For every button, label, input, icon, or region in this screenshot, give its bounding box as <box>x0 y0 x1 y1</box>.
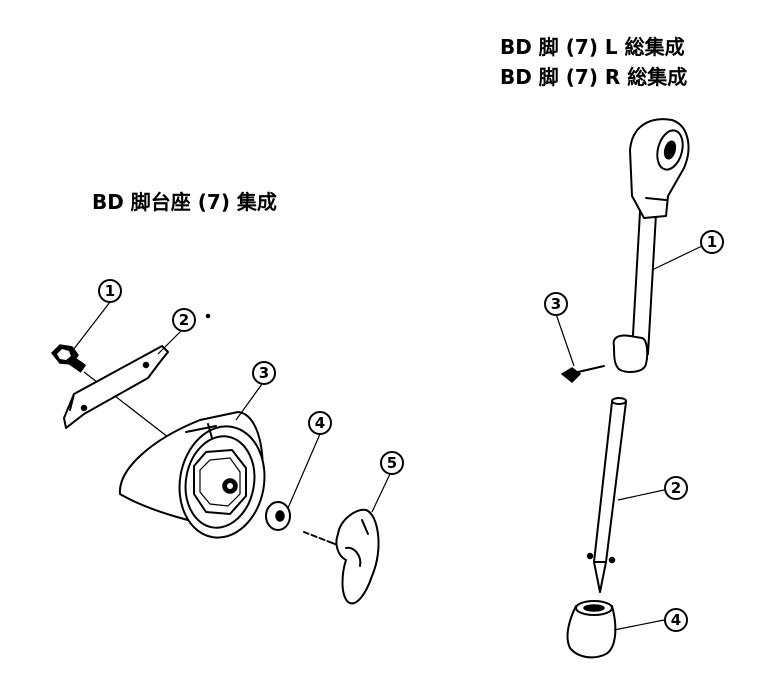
callout-right-2: 2 <box>664 476 688 500</box>
callout-right-1: 1 <box>700 230 724 254</box>
callout-left-3: 3 <box>252 361 276 385</box>
svg-text:5: 5 <box>387 454 397 472</box>
upper-leg-tube <box>612 118 690 373</box>
svg-text:3: 3 <box>551 295 561 313</box>
leader-right-3 <box>555 313 575 367</box>
wheel-housing <box>118 411 266 539</box>
lower-leg-rod <box>586 397 627 593</box>
leader-left-2 <box>157 327 185 355</box>
leader-right-1 <box>651 245 703 271</box>
svg-text:3: 3 <box>259 364 269 382</box>
callout-right-4: 4 <box>664 608 688 632</box>
speck <box>205 313 211 319</box>
callout-right-3: 3 <box>544 292 568 316</box>
right-assembly-title-line1: BD 脚 (7) L 総集成 <box>500 35 685 59</box>
callout-left-5: 5 <box>380 451 404 475</box>
svg-text:2: 2 <box>671 479 681 497</box>
left-assembly-title: BD 脚台座 (7) 集成 <box>92 190 277 214</box>
bracket-plate <box>63 345 169 429</box>
svg-text:1: 1 <box>105 282 115 300</box>
leader-left-3 <box>235 383 263 421</box>
leader-left-5 <box>371 473 391 513</box>
wing-knob <box>303 508 380 605</box>
leader-right-4 <box>613 619 665 631</box>
leader-right-2 <box>617 489 665 501</box>
right-assembly-title-line2: BD 脚 (7) R 総集成 <box>500 65 687 89</box>
svg-text:1: 1 <box>707 233 717 251</box>
svg-text:4: 4 <box>671 611 681 629</box>
callout-left-4: 4 <box>308 411 332 435</box>
svg-text:4: 4 <box>315 414 325 432</box>
callout-left-1: 1 <box>98 279 122 303</box>
callout-left-2: 2 <box>172 308 196 332</box>
hex-bolt <box>50 344 87 373</box>
foot-cap <box>566 600 617 659</box>
right-leg-assembly: 1 2 3 4 <box>544 118 724 659</box>
leader-left-4 <box>287 433 321 509</box>
leader-left-1 <box>69 301 111 355</box>
svg-text:2: 2 <box>179 311 189 329</box>
washer <box>265 501 291 531</box>
small-screw <box>560 365 605 384</box>
left-base-assembly: 1 2 3 4 5 <box>50 279 404 605</box>
